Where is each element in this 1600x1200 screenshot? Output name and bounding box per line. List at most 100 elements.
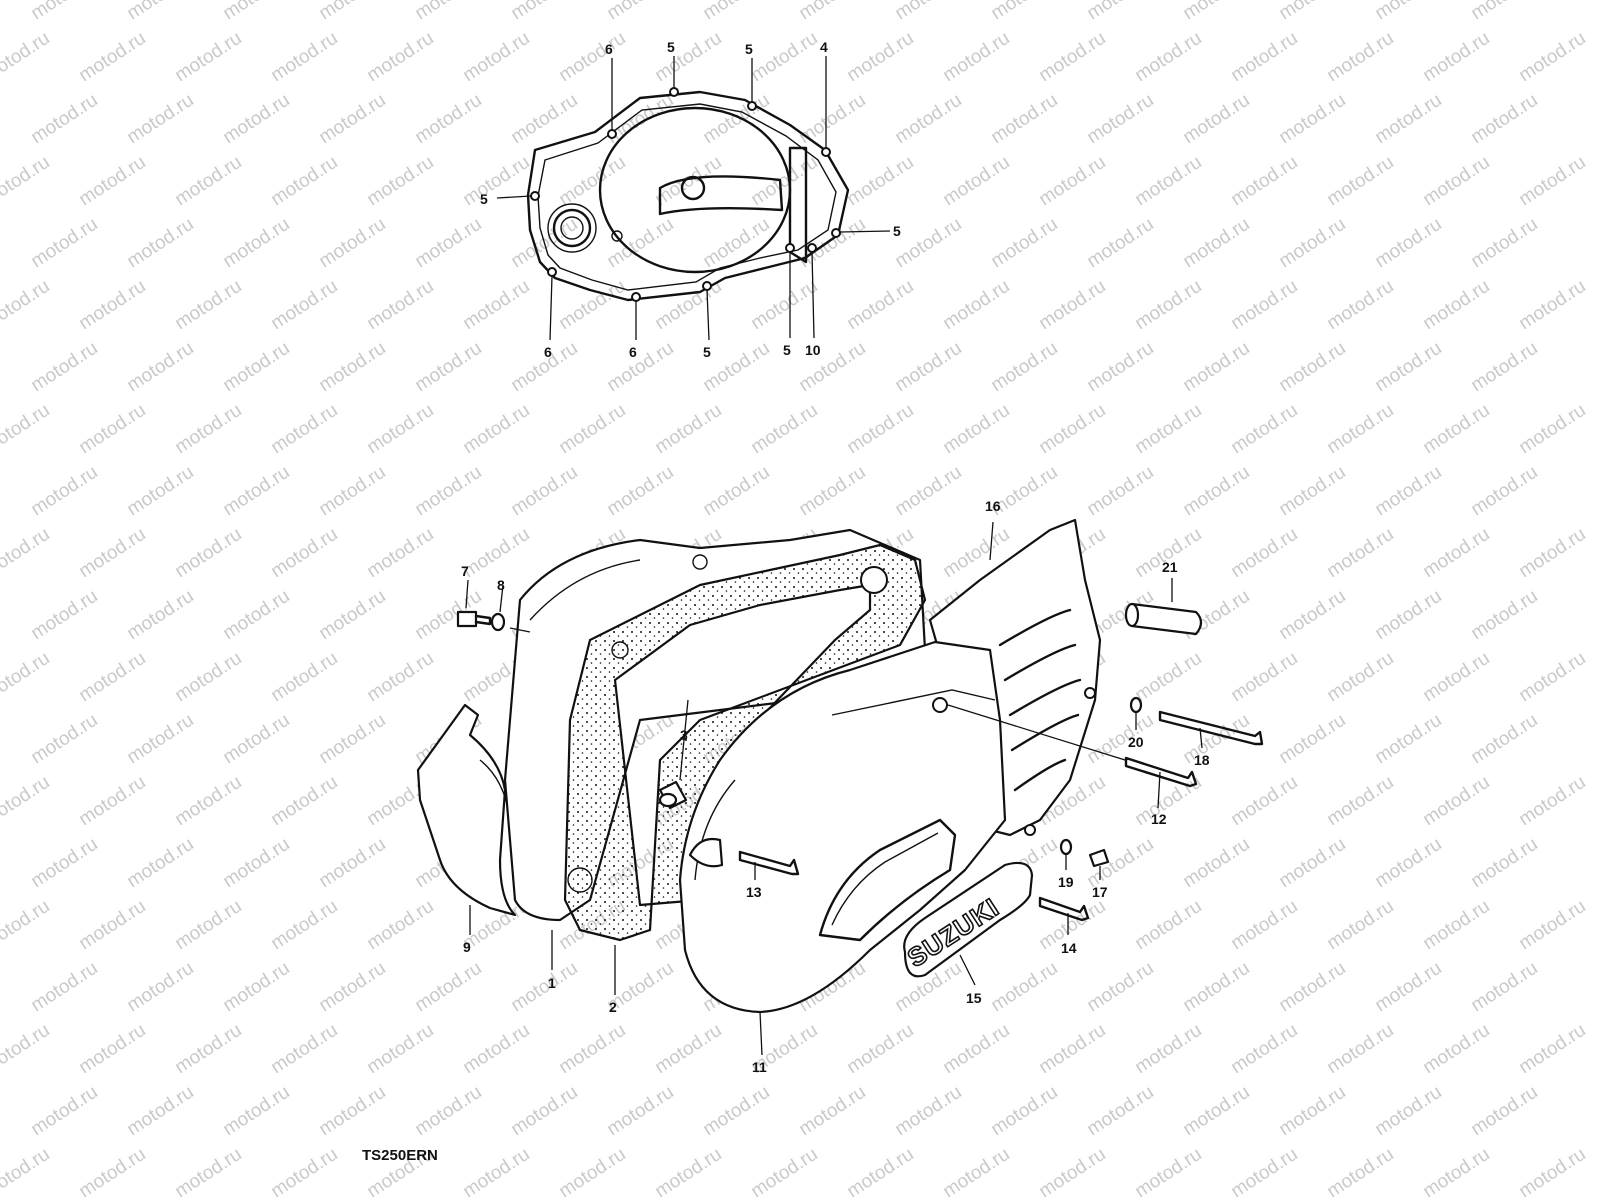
watermark-text: motod.ru [651, 152, 725, 210]
watermark-text: motod.ru [219, 834, 293, 892]
watermark-text: motod.ru [1419, 896, 1493, 954]
callout-8: 8 [497, 577, 505, 593]
watermark-text: motod.ru [1275, 214, 1349, 272]
part-13-screw [738, 850, 800, 876]
watermark-text: motod.ru [1131, 28, 1205, 86]
watermark-text: motod.ru [1131, 896, 1205, 954]
watermark-text: motod.ru [315, 90, 389, 148]
watermark-text: motod.ru [1275, 338, 1349, 396]
watermark-text: motod.ru [411, 958, 485, 1016]
watermark-text: motod.ru [123, 90, 197, 148]
watermark-text: motod.ru [123, 0, 197, 24]
watermark-text: motod.ru [1467, 338, 1541, 396]
clutch-cover-inner-view [526, 87, 850, 302]
watermark-text: motod.ru [267, 152, 341, 210]
watermark-text: motod.ru [171, 28, 245, 86]
part-7-bolt [456, 610, 478, 628]
watermark-text: motod.ru [411, 214, 485, 272]
watermark-text: motod.ru [27, 958, 101, 1016]
watermark-text: motod.ru [123, 338, 197, 396]
watermark-text: motod.ru [267, 772, 341, 830]
watermark-text: motod.ru [75, 276, 149, 334]
watermark-text: motod.ru [1227, 152, 1301, 210]
watermark-text: motod.ru [1323, 152, 1397, 210]
watermark-text: motod.ru [1419, 400, 1493, 458]
watermark-text: motod.ru [1419, 276, 1493, 334]
watermark-text: motod.ru [939, 1144, 1013, 1200]
watermark-text: motod.ru [1323, 28, 1397, 86]
part-19-washer [1059, 838, 1073, 856]
watermark-text: motod.ru [75, 1144, 149, 1200]
watermark-text: motod.ru [1467, 90, 1541, 148]
watermark-text: motod.ru [219, 214, 293, 272]
watermark-text: motod.ru [1131, 1144, 1205, 1200]
watermark-text: motod.ru [315, 462, 389, 520]
watermark-text: motod.ru [1371, 462, 1445, 520]
watermark-text: motod.ru [1083, 958, 1157, 1016]
watermark-text: motod.ru [555, 1020, 629, 1078]
watermark-text: motod.ru [1179, 958, 1253, 1016]
watermark-text: motod.ru [1419, 648, 1493, 706]
callout-5: 5 [783, 342, 791, 358]
watermark-text: motod.ru [1467, 586, 1541, 644]
callout-5: 5 [703, 344, 711, 360]
part-17-screw [1088, 848, 1110, 868]
watermark-text: motod.ru [1323, 772, 1397, 830]
watermark-text: motod.ru [1083, 462, 1157, 520]
watermark-text: motod.ru [1323, 524, 1397, 582]
watermark-text: motod.ru [171, 896, 245, 954]
watermark-text: motod.ru [123, 834, 197, 892]
watermark-text: motod.ru [1419, 772, 1493, 830]
watermark-text: motod.ru [651, 1144, 725, 1200]
watermark-text: motod.ru [315, 0, 389, 24]
watermark-text: motod.ru [219, 958, 293, 1016]
watermark-text: motod.ru [1515, 152, 1589, 210]
watermark-text: motod.ru [1515, 648, 1589, 706]
watermark-text: motod.ru [699, 462, 773, 520]
watermark-text: motod.ru [987, 214, 1061, 272]
watermark-text: motod.ru [1227, 772, 1301, 830]
watermark-text: motod.ru [1419, 28, 1493, 86]
watermark-text: motod.ru [987, 958, 1061, 1016]
watermark-text: motod.ru [1131, 648, 1205, 706]
watermark-text: motod.ru [27, 338, 101, 396]
callout-19: 19 [1058, 874, 1074, 890]
watermark-text: motod.ru [1083, 338, 1157, 396]
watermark-text: motod.ru [843, 400, 917, 458]
watermark-text: motod.ru [27, 0, 101, 24]
watermark-text: motod.ru [1083, 0, 1157, 24]
callout-2: 2 [609, 999, 617, 1015]
watermark-text: motod.ru [123, 214, 197, 272]
watermark-text: motod.ru [1227, 276, 1301, 334]
watermark-text: motod.ru [1371, 90, 1445, 148]
watermark-text: motod.ru [219, 338, 293, 396]
watermark-text: motod.ru [171, 400, 245, 458]
watermark-text: motod.ru [1371, 834, 1445, 892]
callout-labels: 6 5 5 4 5 5 6 6 5 5 10 7 8 9 1 2 3 11 13… [362, 39, 1210, 1164]
callout-5: 5 [745, 41, 753, 57]
watermark-text: motod.ru [1371, 0, 1445, 24]
watermark-text: motod.ru [459, 1144, 533, 1200]
watermark-text: motod.ru [891, 462, 965, 520]
watermark-text: motod.ru [267, 400, 341, 458]
watermark-text: motod.ru [1467, 462, 1541, 520]
watermark-text: motod.ru [27, 462, 101, 520]
watermark-text: motod.ru [987, 0, 1061, 24]
watermark-text: motod.ru [1515, 524, 1589, 582]
watermark-text: motod.ru [75, 1020, 149, 1078]
watermark-text: motod.ru [1083, 214, 1157, 272]
watermark-text: motod.ru [1323, 896, 1397, 954]
callout-4: 4 [820, 39, 828, 55]
watermark-text: motod.ru [747, 28, 821, 86]
watermark-text: motod.ru [267, 276, 341, 334]
watermark-text: motod.ru [1227, 896, 1301, 954]
watermark-text: motod.ru [1515, 1020, 1589, 1078]
watermark-text: motod.ru [27, 710, 101, 768]
watermark-text: motod.ru [1515, 772, 1589, 830]
watermark-text: motod.ru [411, 338, 485, 396]
watermark-text: motod.ru [1467, 834, 1541, 892]
watermark-text: motod.ru [507, 958, 581, 1016]
callout-6: 6 [544, 344, 552, 360]
watermark-text: motod.ru [219, 586, 293, 644]
watermark-text: motod.ru [315, 214, 389, 272]
